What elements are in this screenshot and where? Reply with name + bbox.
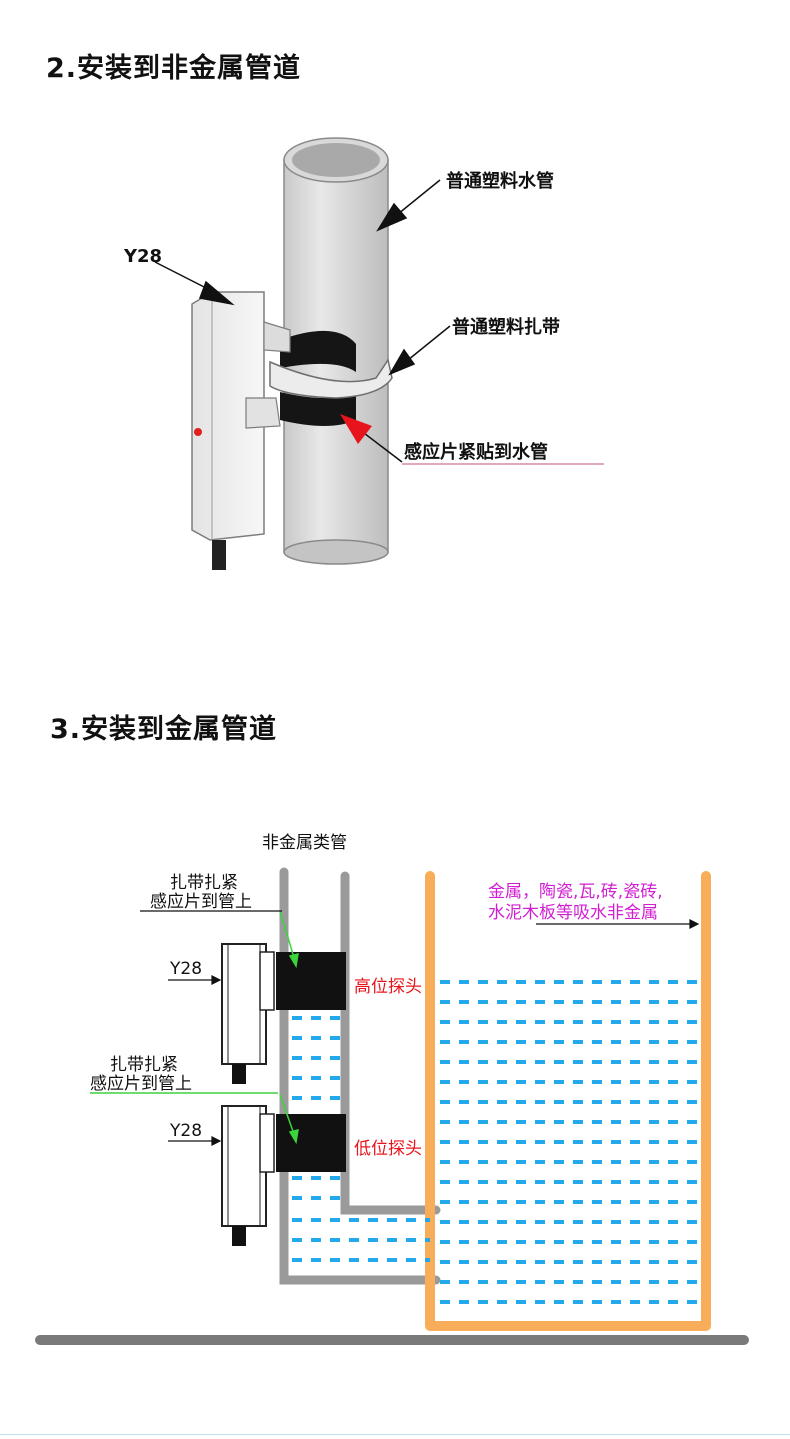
y28-device-top: [221, 943, 275, 1084]
low-probe: [276, 1114, 346, 1172]
bottom-divider: [0, 1434, 790, 1435]
sensor-label: 感应片紧贴到水管: [404, 441, 548, 463]
metal-container: [425, 871, 711, 1331]
red-arrow: [340, 414, 372, 444]
y28-device: [191, 291, 291, 570]
high-probe-label: 高位探头: [354, 977, 422, 997]
high-probe: [276, 952, 346, 1010]
device-label: Y28: [123, 246, 162, 267]
strap-bottom-line1: 扎带扎紧: [110, 1055, 178, 1075]
strap-bottom-line2: 感应片到管上: [90, 1074, 192, 1094]
cable: [212, 540, 226, 570]
nonmetal-pipe-label: 非金属类管: [262, 833, 347, 853]
plastic-strap: [269, 358, 393, 399]
section-3-title: 3.安装到金属管道: [50, 714, 278, 745]
plastic-pipe-illustration: 普通塑料水管 Y28 普通塑料扎带 感应片紧贴到水管: [123, 137, 604, 570]
strap-label: 普通塑料扎带: [452, 316, 560, 338]
water-in-container: [440, 980, 698, 1304]
y28-device-bottom: [221, 1105, 275, 1246]
low-probe-label: 低位探头: [354, 1139, 422, 1159]
section-2-title: 2.安装到非金属管道: [46, 53, 302, 84]
materials-line2: 水泥木板等吸水非金属: [488, 903, 658, 923]
device-bottom-label: Y28: [169, 1121, 202, 1141]
pipe-label: 普通塑料水管: [446, 170, 554, 192]
sensor-band: [280, 330, 356, 426]
led-indicator: [194, 428, 202, 436]
strap-top-line2: 感应片到管上: [150, 892, 252, 912]
device-top-label: Y28: [169, 959, 202, 979]
materials-line1: 金属，陶瓷,瓦,砖,瓷砖,: [488, 882, 663, 902]
strap-top-line1: 扎带扎紧: [170, 873, 238, 893]
